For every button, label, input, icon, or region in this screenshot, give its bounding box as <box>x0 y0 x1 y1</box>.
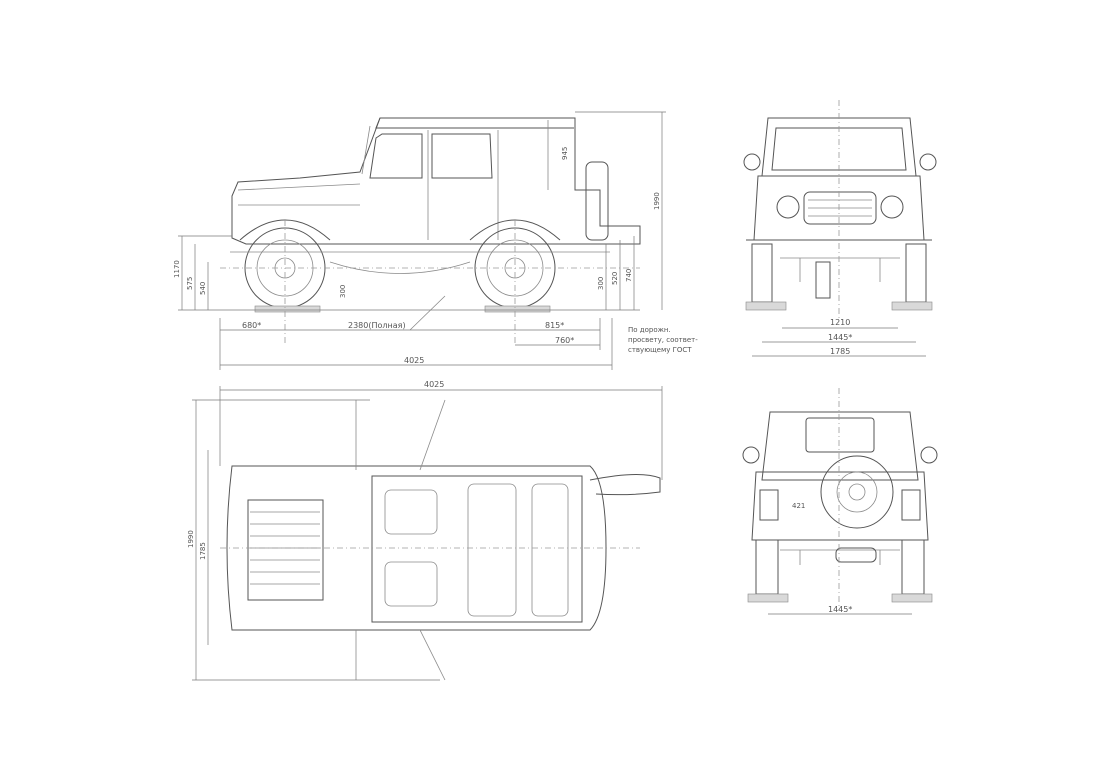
dim-rear-track: 1445* <box>828 605 852 614</box>
side-note-line-2: просвету, соответ- <box>628 336 698 344</box>
rear-plate-text: 421 <box>792 502 805 510</box>
dim-height-total: 1990 <box>653 192 661 210</box>
dim-top-width-outer: 1990 <box>187 530 195 548</box>
dim-rear-overhang: 815* <box>545 321 564 330</box>
dim-overall-length: 4025 <box>404 356 424 365</box>
dim-front-track: 1445* <box>828 333 852 342</box>
rear-view: 421 1445* <box>742 388 938 615</box>
dim-ground: 300 <box>339 285 347 298</box>
dim-front-track-inner: 1210 <box>830 318 850 327</box>
dim-height-left-a: 1170 <box>173 260 181 278</box>
side-view: 1170 575 540 300 520 740 1990 945 300 68… <box>173 111 698 370</box>
dim-height-rear-b: 520 <box>611 272 619 285</box>
dim-height-left-b: 575 <box>186 277 194 290</box>
dim-top-width-inner: 1785 <box>199 542 207 560</box>
dim-roof: 945 <box>561 147 569 160</box>
side-note-line-3: ствующему ГОСТ <box>628 346 692 354</box>
dim-front-width: 1785 <box>830 347 850 356</box>
dim-height-left-c: 540 <box>199 282 207 295</box>
top-view: 1990 1785 4025 <box>187 380 663 681</box>
dim-wheelbase: 2380(Полная) <box>348 321 406 330</box>
dim-height-rear-c: 300 <box>597 277 605 290</box>
dim-top-total-length: 4025 <box>424 380 444 389</box>
dim-front-overhang: 680* <box>242 321 261 330</box>
dim-rear-track-offset: 760* <box>555 336 574 345</box>
dim-height-rear-a: 740 <box>625 269 633 282</box>
front-view: 1210 1445* 1785 <box>743 100 937 357</box>
side-note-line-1: По дорожн. <box>628 326 671 334</box>
